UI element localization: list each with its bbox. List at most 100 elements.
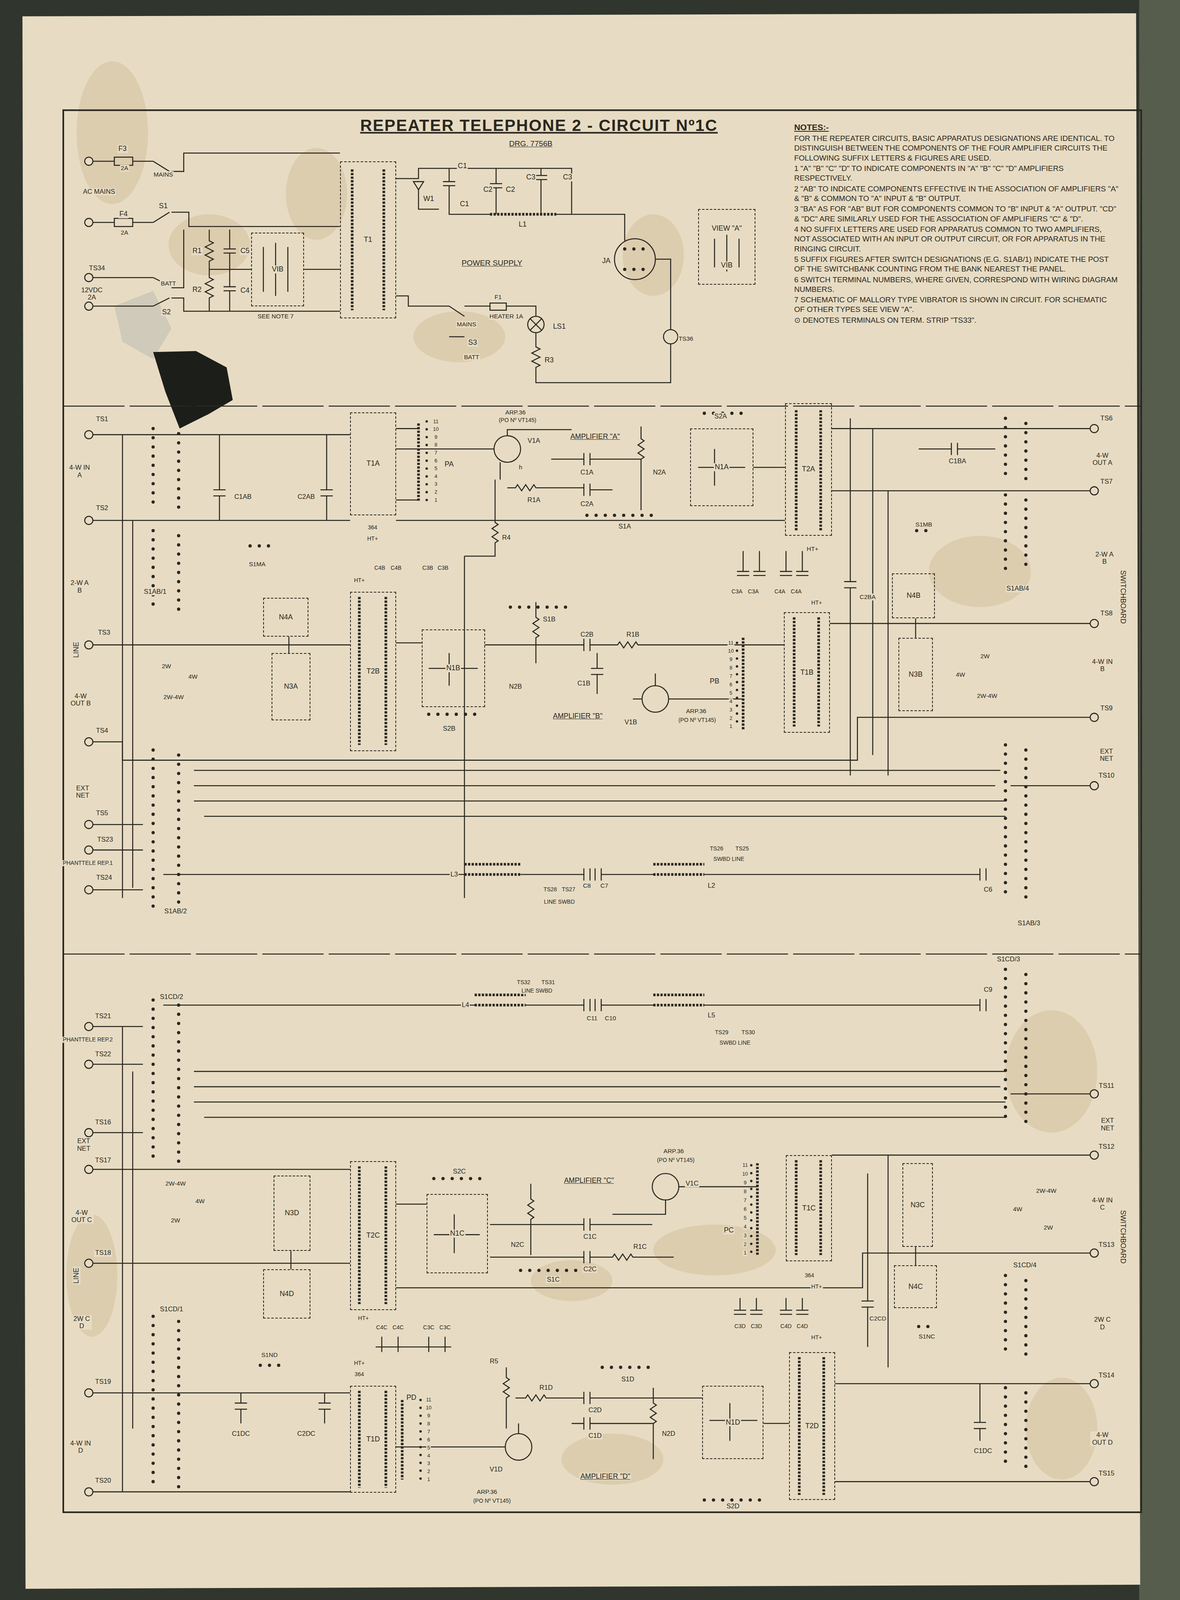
wire-line bbox=[861, 1155, 987, 1442]
component-label: 2W C D bbox=[1092, 1316, 1113, 1332]
component-label: (PO Nº VT145) bbox=[472, 1498, 512, 1505]
wire-line bbox=[735, 643, 739, 727]
wire-line bbox=[622, 214, 685, 297]
component-label: C3A bbox=[747, 588, 760, 595]
wire-line bbox=[428, 607, 572, 715]
component-label: 364 bbox=[353, 1371, 365, 1378]
component-label: TS7 bbox=[1099, 478, 1114, 486]
component-label: TS12 bbox=[1097, 1143, 1116, 1151]
component-label: TS27 bbox=[561, 887, 576, 894]
component-label: C4 bbox=[239, 286, 251, 295]
component-label: TS2 bbox=[95, 504, 109, 512]
component-label: C2DC bbox=[296, 1430, 317, 1438]
wire-line bbox=[714, 234, 740, 272]
component-label: SWBD LINE bbox=[718, 1040, 752, 1047]
wire-line bbox=[153, 351, 233, 429]
component-label: C4B bbox=[373, 565, 386, 572]
wire-line bbox=[420, 1165, 752, 1481]
wire-line bbox=[163, 770, 1006, 881]
terminal-symbol bbox=[1090, 424, 1099, 433]
wire-line bbox=[736, 551, 809, 576]
terminal-symbol bbox=[84, 1389, 93, 1398]
component-label: 4-W IN D bbox=[68, 1439, 93, 1455]
wire-line bbox=[507, 483, 613, 497]
component-designation: T2D bbox=[804, 1422, 820, 1431]
component-label: PB bbox=[708, 678, 721, 687]
tap-number: 11 bbox=[741, 1162, 749, 1169]
tap-number: 2 bbox=[433, 489, 439, 496]
component-box: T1B bbox=[783, 612, 830, 733]
wire-connector bbox=[915, 1247, 917, 1266]
component-label: ARP.36 bbox=[475, 1488, 498, 1496]
note-text: 6 SWITCH TERMINAL NUMBERS, WHERE GIVEN, … bbox=[794, 275, 1119, 295]
terminal-symbol bbox=[84, 1488, 93, 1497]
component-symbol bbox=[63, 110, 1142, 1513]
tap-number: 6 bbox=[426, 1437, 431, 1444]
wire-connector bbox=[915, 618, 917, 638]
component-label: F4 bbox=[118, 210, 129, 219]
component-label: TS11 bbox=[1097, 1082, 1115, 1090]
component-label: L2 bbox=[706, 882, 716, 890]
component-label: TS14 bbox=[1097, 1372, 1116, 1380]
terminal-symbol bbox=[642, 686, 669, 713]
tap-number: 7 bbox=[433, 450, 439, 456]
component-label: C2BA bbox=[858, 593, 877, 601]
note-text: 1 "A" "B" "C" "D" TO INDICATE COMPONENTS… bbox=[794, 163, 1119, 184]
component-label: S2D bbox=[725, 1502, 741, 1511]
component-label: 4-W OUT D bbox=[1090, 1431, 1115, 1447]
terminal-symbol bbox=[84, 302, 93, 311]
component-label: C6 bbox=[982, 886, 993, 894]
component-designation: N1D bbox=[724, 1419, 742, 1428]
tap-number: 4 bbox=[426, 1453, 431, 1460]
terminal-symbol bbox=[1090, 1090, 1099, 1099]
component-label: R1 bbox=[191, 247, 203, 256]
component-box: N3B bbox=[898, 638, 934, 712]
wire-line bbox=[928, 535, 1031, 608]
wire-line bbox=[153, 428, 276, 909]
component-label: EXT NET bbox=[71, 1137, 96, 1153]
component-label: C1B bbox=[576, 680, 592, 688]
component-designation: VIEW "A" bbox=[710, 224, 743, 233]
wire-line bbox=[163, 999, 1006, 1118]
component-label: C1DC bbox=[231, 1430, 251, 1438]
component-designation: T1A bbox=[365, 459, 381, 468]
component-label: C4A bbox=[789, 588, 803, 595]
component-designation: N4B bbox=[906, 592, 922, 601]
component-label: BATT bbox=[160, 280, 178, 288]
component-label: 364 bbox=[366, 524, 378, 531]
component-label: HT+ bbox=[810, 600, 823, 607]
component-label: TS16 bbox=[94, 1119, 113, 1127]
component-label: C1 bbox=[459, 200, 470, 209]
tap-number: 11 bbox=[425, 1397, 433, 1404]
wire-line bbox=[92, 153, 341, 227]
tap-number: 5 bbox=[433, 465, 439, 472]
component-designation: N3B bbox=[908, 670, 924, 679]
wire-line bbox=[66, 1214, 118, 1338]
amplifier-cd-wiring bbox=[84, 969, 1099, 1501]
component-label: HT+ bbox=[810, 1335, 823, 1342]
component-label: EXT NET bbox=[1095, 1117, 1120, 1132]
component-label: C4D bbox=[779, 1323, 793, 1330]
tap-number: 1 bbox=[728, 723, 733, 730]
wire-line bbox=[743, 617, 819, 730]
component-designation: N1C bbox=[449, 1230, 466, 1239]
tap-number: 3 bbox=[433, 481, 439, 488]
component-label: TS8 bbox=[1099, 610, 1114, 618]
component-label: S1AB/3 bbox=[1016, 920, 1042, 928]
note-text: 7 SCHEMATIC OF MALLORY TYPE VIBRATOR IS … bbox=[794, 295, 1119, 315]
component-label: AC MAINS bbox=[82, 188, 116, 196]
component-box: N1D bbox=[702, 1386, 764, 1460]
component-label: C3C bbox=[438, 1324, 452, 1332]
component-designation: VIB bbox=[720, 261, 734, 270]
wire-line bbox=[122, 434, 987, 899]
component-symbol bbox=[489, 303, 507, 311]
terminal-symbol bbox=[84, 516, 93, 525]
component-label: C1AB bbox=[233, 493, 253, 501]
component-label: AMPLIFIER "B" bbox=[552, 712, 604, 721]
component-label: R1B bbox=[625, 631, 641, 639]
component-label: 4-W OUT B bbox=[68, 692, 93, 708]
component-label: C1DC bbox=[973, 1447, 993, 1456]
diagram-title: REPEATER TELEPHONE 2 - CIRCUIT Nº1C bbox=[359, 116, 719, 135]
component-designation: VIB bbox=[271, 265, 285, 274]
wire-line bbox=[918, 969, 1027, 1470]
